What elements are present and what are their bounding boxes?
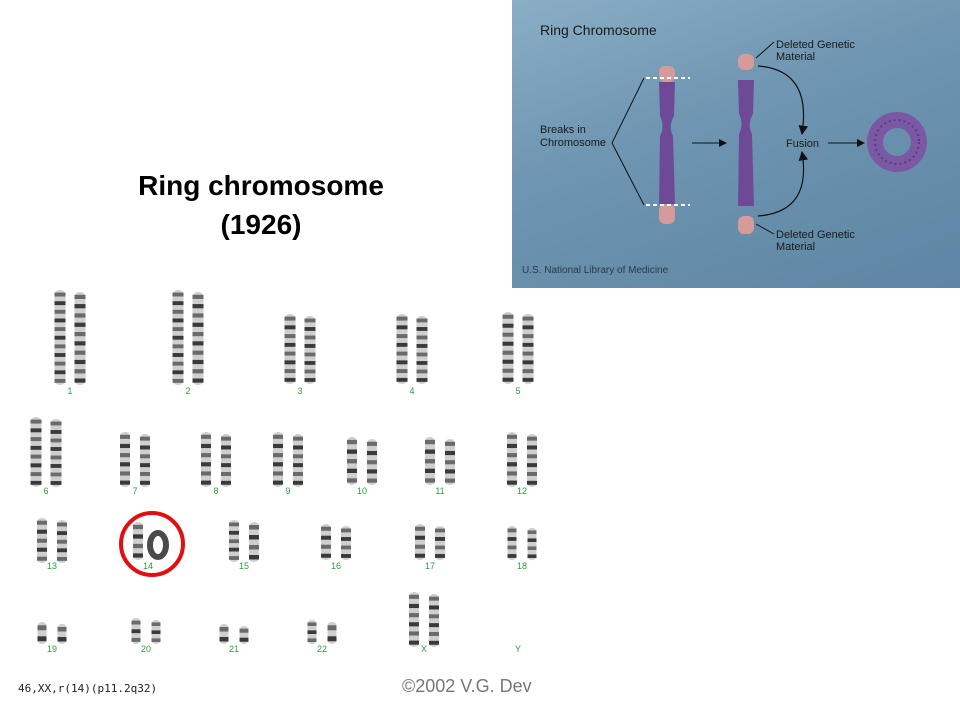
chromosome-pair-8 — [201, 432, 231, 487]
chromosome-pair-21 — [219, 624, 249, 644]
label-deleted-top-1: Deleted Genetic — [776, 39, 855, 51]
chromosome-label-18: 18 — [517, 561, 527, 571]
highlight-circle-chr14 — [119, 511, 185, 577]
chromosome-pair-5 — [502, 312, 534, 384]
chromosome-label-X: X — [421, 644, 427, 654]
chromosome-pair-14 — [133, 522, 169, 560]
chromosome-pair-22 — [307, 620, 337, 644]
diagram-heading: Ring Chromosome — [540, 22, 657, 38]
chromosome-pair-7 — [120, 432, 150, 487]
chromosome-pair-6 — [30, 417, 62, 487]
chromosome-pair-9 — [273, 432, 303, 487]
label-fusion: Fusion — [786, 138, 819, 150]
chromosome-label-16: 16 — [331, 561, 341, 571]
chromosome-label-9: 9 — [285, 486, 290, 496]
chromosome-pair-2 — [172, 290, 204, 385]
chromosome-pair-17 — [415, 524, 445, 560]
ring-chromosome-diagram: Ring Chromosome Breaks in Chromosome — [512, 0, 960, 288]
chromosome-pair-19 — [37, 622, 67, 644]
chromosome-label-21: 21 — [229, 644, 239, 654]
chromosome-label-8: 8 — [213, 486, 218, 496]
chromosome-label-20: 20 — [141, 644, 151, 654]
label-deleted-bottom-1: Deleted Genetic — [776, 229, 855, 241]
label-breaks-2: Chromosome — [540, 137, 606, 149]
chromosome-pair-15 — [229, 520, 259, 562]
chromosome-label-1: 1 — [67, 386, 72, 396]
intact-chromosome — [646, 66, 690, 224]
chromosome-label-5: 5 — [515, 386, 520, 396]
karyotype-copyright: ©2002 V.G. Dev — [402, 676, 532, 696]
chromosome-label-22: 22 — [317, 644, 327, 654]
chromosome-pair-X — [409, 592, 439, 647]
chromosome-pair-20 — [131, 618, 161, 644]
chromosome-label-17: 17 — [425, 561, 435, 571]
chromosome-pair-1 — [54, 290, 86, 385]
chromosome-pair-10 — [347, 437, 377, 485]
diagram-credit: U.S. National Library of Medicine — [522, 265, 669, 276]
fusion-arrow-bottom-icon — [757, 150, 809, 217]
broken-chromosome — [738, 54, 754, 234]
fusion-arrow-top-icon — [757, 65, 809, 136]
title-line-2: (1926) — [220, 209, 302, 240]
label-deleted-top-2: Material — [776, 51, 815, 63]
diagram-svg: Ring Chromosome Breaks in Chromosome — [522, 22, 927, 276]
chromosome-label-4: 4 — [409, 386, 414, 396]
chromosome-label-10: 10 — [357, 486, 367, 496]
chromosome-label-14: 14 — [143, 561, 153, 571]
chromosome-label-13: 13 — [47, 561, 57, 571]
ring-chromosome-14 — [147, 530, 169, 560]
chromosome-label-19: 19 — [47, 644, 57, 654]
chromosome-label-3: 3 — [297, 386, 302, 396]
karyotype-formula: 46,XX,r(14)(p11.2q32) — [18, 682, 157, 695]
chromosome-label-6: 6 — [43, 486, 48, 496]
chromosome-label-11: 11 — [435, 486, 444, 496]
chromosome-label-Y: Y — [515, 644, 521, 654]
chromosome-pair-16 — [321, 524, 351, 560]
chromosome-label-12: 12 — [517, 486, 527, 496]
chromosome-label-15: 15 — [239, 561, 249, 571]
chromosome-pair-4 — [396, 314, 428, 384]
ring-chromosome-icon — [867, 112, 927, 172]
deleted-top-fragment — [738, 54, 754, 70]
label-deleted-bottom-2: Material — [776, 241, 815, 253]
chromosome-pair-12 — [507, 432, 537, 487]
chromosome-pair-11 — [425, 437, 455, 485]
chromosome-pair-18 — [507, 526, 537, 560]
slide-title: Ring chromosome (1926) — [100, 166, 422, 244]
title-line-1: Ring chromosome — [138, 170, 384, 201]
deleted-bottom-fragment — [738, 216, 754, 234]
chromosome-label-7: 7 — [132, 486, 137, 496]
chromosome-pair-13 — [37, 518, 67, 563]
label-breaks-1: Breaks in — [540, 124, 586, 136]
chromosome-pair-3 — [284, 314, 316, 384]
chromosome-label-2: 2 — [185, 386, 190, 396]
